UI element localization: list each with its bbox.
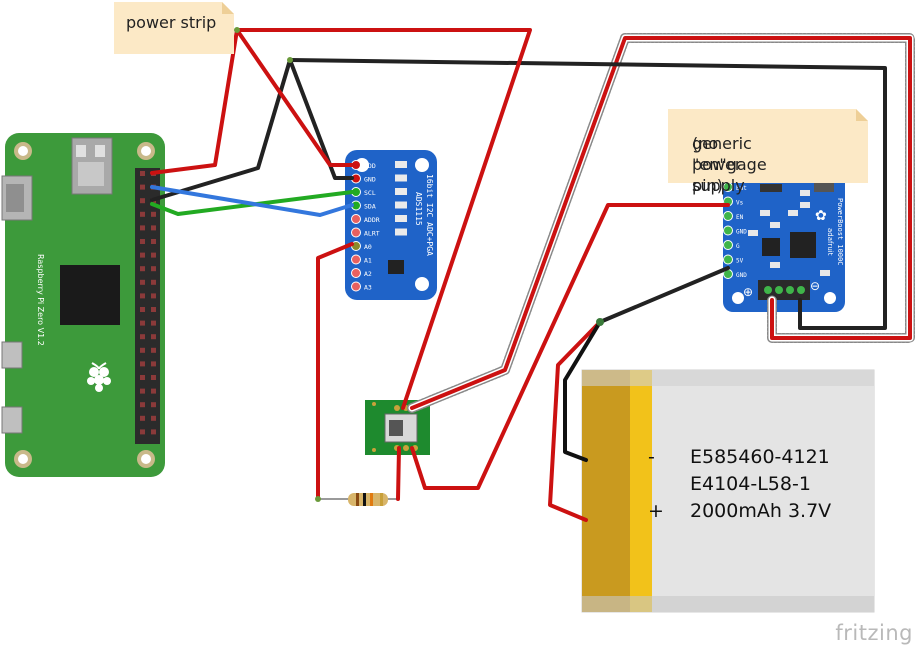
adc-pin-label: A0 <box>364 243 372 251</box>
powerboost-brand: adafruit <box>826 228 834 256</box>
powerboost-title: PowerBoost 1000C <box>836 198 844 265</box>
wires <box>150 27 915 522</box>
adc-pin-label: VDD <box>364 162 376 170</box>
battery-plus-sign: + <box>648 500 664 522</box>
battery-label-line3: 2000mAh 3.7V <box>690 500 832 522</box>
micro-usb-port <box>1 341 23 369</box>
adc-pin <box>351 281 361 292</box>
powerboost-pin <box>723 254 733 265</box>
gpio-pin <box>140 171 145 176</box>
gpio-pin <box>140 361 145 367</box>
gpio-pin <box>140 415 145 421</box>
adc-pin-label: A2 <box>364 270 372 278</box>
gpio-pin <box>140 279 145 285</box>
gpio-pin <box>151 279 156 285</box>
power-supply-note: generic power supply(no "en"gage pin) <box>668 109 868 195</box>
power-supply-note-line1: generic power supply <box>692 134 752 195</box>
gpio-pin <box>151 225 156 231</box>
gpio-pin <box>151 415 156 421</box>
battery-minus-sign: - <box>648 446 655 468</box>
resistor <box>318 493 398 506</box>
gpio-pin <box>151 388 156 394</box>
powerboost-pin-label: Bat <box>736 185 747 192</box>
gpio-pin <box>151 239 156 244</box>
powerboost-pin <box>723 225 733 236</box>
gpio-pin <box>140 211 145 217</box>
powerboost-pin <box>723 211 733 221</box>
gpio-pin <box>140 347 145 353</box>
gpio-pin <box>151 361 156 367</box>
gpio-pin <box>140 239 145 244</box>
adc-pin-label: SCL <box>364 189 376 197</box>
gpio-pin <box>140 266 145 272</box>
powerboost-pin-label: Vs <box>736 200 744 207</box>
gpio-pin <box>151 320 156 326</box>
adc-pin <box>351 214 361 224</box>
power-strip-note: power strip <box>114 2 234 54</box>
fritzing-watermark: fritzing <box>835 621 913 645</box>
powerboost-pin-label: 5V <box>736 258 744 265</box>
gpio-pin <box>140 402 145 408</box>
processor-chip <box>60 265 120 325</box>
gpio-pin <box>140 429 145 435</box>
adc-pin <box>351 268 361 278</box>
gpio-pin <box>151 334 156 340</box>
gpio-pin <box>140 334 145 340</box>
adc-chip <box>388 260 404 274</box>
powerboost-pin-label: G <box>736 243 740 250</box>
battery-label-line1: E585460-4121 <box>690 446 830 468</box>
gpio-pin <box>151 307 156 312</box>
powerboost-pin-label: GND <box>736 272 747 279</box>
powerboost-pin-label: GND <box>736 229 747 236</box>
minus-marker: ⊖ <box>810 279 820 293</box>
micro-usb-port <box>1 406 23 434</box>
gpio-pin <box>151 347 156 353</box>
gpio-pin <box>140 320 145 326</box>
slide-switch <box>365 400 430 455</box>
adc-chip-label: ADS1115 <box>414 192 423 226</box>
gpio-pin <box>140 184 145 190</box>
adc-pin-label: A3 <box>364 284 372 292</box>
adc-pin-label: ADDR <box>364 216 380 224</box>
adc-pin-label: SDA <box>364 203 376 211</box>
lipo-battery <box>581 369 875 613</box>
adc-pin-label: ALRT <box>364 230 380 238</box>
adc-pin-label: GND <box>364 176 376 184</box>
gpio-pin <box>151 402 156 408</box>
gpio-pin <box>140 388 145 394</box>
pi-board-label: Raspberry Pi Zero V1.2 <box>36 254 45 346</box>
power-supply-note-line2: (no "en"gage pin) <box>692 134 767 195</box>
gpio-pin <box>151 293 156 299</box>
gpio-pin <box>151 266 156 272</box>
raspberry-logo-icon <box>87 362 111 392</box>
gpio-pin <box>151 211 156 217</box>
gpio-pin <box>151 375 156 380</box>
power-strip-note-text: power strip <box>126 13 217 32</box>
gpio-pin <box>140 293 145 299</box>
star-logo-icon: ✿ <box>815 207 827 223</box>
powerboost-pin-label: EN <box>736 214 744 221</box>
gpio-pin <box>140 375 145 380</box>
adc-title: 16bit I2C ADC+PGA <box>425 174 434 256</box>
battery-label-line2: E4104-L58-1 <box>690 473 811 495</box>
adc-pin <box>351 227 361 238</box>
gpio-header <box>135 168 160 444</box>
powerboost-chip <box>790 232 816 258</box>
adc-pin <box>351 254 361 265</box>
gpio-pin <box>151 252 156 258</box>
gpio-pin <box>151 429 156 435</box>
gpio-pin <box>140 252 145 258</box>
powerboost-pin <box>723 240 733 250</box>
gpio-pin <box>140 307 145 312</box>
gpio-pin <box>140 225 145 231</box>
gpio-pin <box>140 198 145 204</box>
raspberry-pi-zero: Raspberry Pi Zero V1.2 <box>1 133 165 477</box>
adc-pin-label: A1 <box>364 257 372 265</box>
plus-marker: ⊕ <box>743 285 753 299</box>
